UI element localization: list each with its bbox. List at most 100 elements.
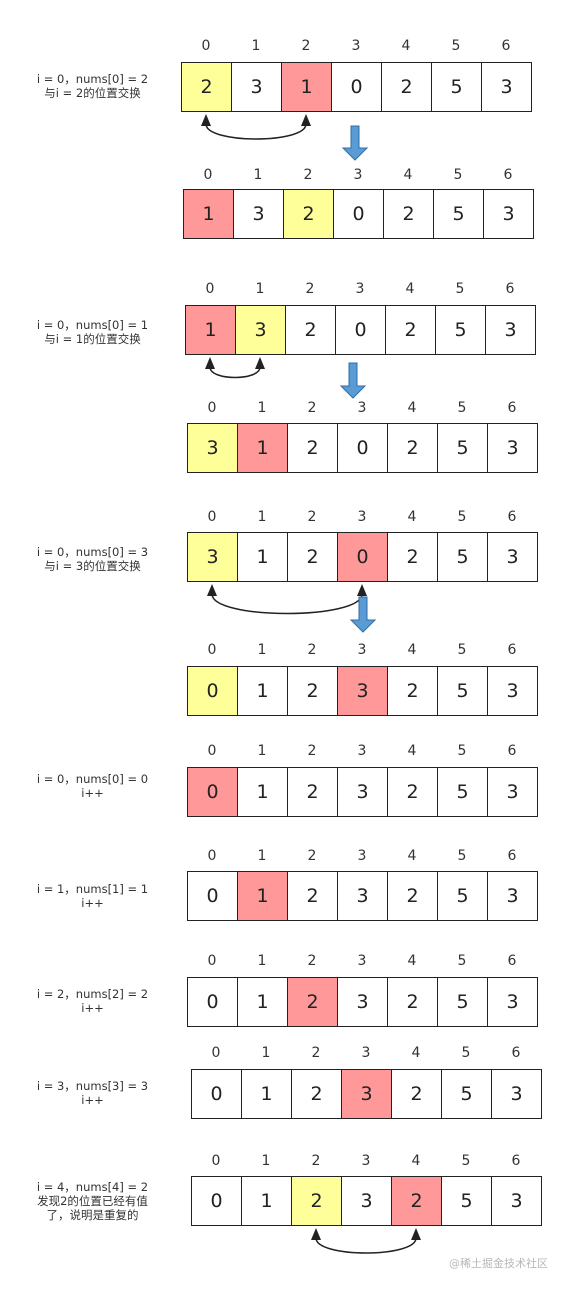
array-cell: 5	[438, 978, 488, 1026]
index-label: 3	[351, 38, 361, 54]
array-cell: 1	[238, 872, 288, 920]
array-cell: 2	[388, 667, 438, 715]
down-arrow-icon	[341, 125, 369, 161]
index-label: 1	[257, 642, 267, 658]
array-cell: 3	[342, 1177, 392, 1225]
index-label: 0	[207, 400, 217, 416]
array-cell: 3	[234, 190, 284, 238]
index-label: 3	[361, 1045, 371, 1061]
arc-arrowhead	[255, 357, 265, 369]
index-label: 3	[357, 743, 367, 759]
swap-arc	[211, 593, 363, 615]
array-cell: 3	[488, 978, 537, 1026]
index-label: 3	[357, 400, 367, 416]
array-cell: 1	[238, 768, 288, 816]
array-cell: 5	[432, 63, 482, 111]
index-label: 4	[411, 1045, 421, 1061]
index-label: 4	[407, 743, 417, 759]
index-label: 2	[307, 509, 317, 525]
caption-line: i = 0，nums[0] = 1	[36, 318, 149, 332]
index-label: 1	[261, 1045, 271, 1061]
caption-line: 与i = 2的位置交换	[44, 86, 141, 100]
array-cell: 0	[192, 1070, 242, 1118]
index-label: 5	[457, 953, 467, 969]
index-label: 5	[461, 1045, 471, 1061]
array-cell: 1	[282, 63, 332, 111]
index-label: 6	[507, 642, 517, 658]
index-label: 0	[203, 167, 213, 183]
array-cell: 0	[188, 768, 238, 816]
arc-arrowhead	[207, 584, 217, 596]
index-label: 5	[457, 848, 467, 864]
array-cell: 3	[492, 1177, 541, 1225]
array-cell: 5	[438, 768, 488, 816]
array-cell: 2	[288, 768, 338, 816]
caption-line: i = 1，nums[1] = 1	[36, 882, 149, 896]
array-cell: 0	[338, 424, 388, 472]
array-cell: 2	[388, 768, 438, 816]
index-label: 5	[457, 743, 467, 759]
caption-line: i++	[81, 1093, 104, 1107]
array-cell: 0	[334, 190, 384, 238]
index-label: 3	[357, 953, 367, 969]
caption-line: i++	[81, 1001, 104, 1015]
array-cell: 2	[392, 1177, 442, 1225]
array-cell: 2	[388, 533, 438, 581]
index-label: 4	[407, 642, 417, 658]
index-label: 1	[257, 400, 267, 416]
index-label: 4	[407, 509, 417, 525]
caption-line: 与i = 3的位置交换	[44, 559, 141, 573]
index-label: 0	[207, 848, 217, 864]
index-label: 0	[207, 743, 217, 759]
down-arrow-icon	[349, 596, 377, 633]
swap-arc	[315, 1237, 417, 1254]
index-label: 2	[301, 38, 311, 54]
array-cell: 1	[242, 1070, 292, 1118]
array-cell: 2	[288, 424, 338, 472]
swap-arc	[205, 123, 307, 140]
array-cell: 3	[188, 533, 238, 581]
array-cell: 3	[236, 306, 286, 354]
arc-arrowhead	[357, 584, 367, 596]
index-label: 0	[201, 38, 211, 54]
index-label: 0	[211, 1045, 221, 1061]
index-label: 2	[307, 642, 317, 658]
array-cell: 5	[442, 1070, 492, 1118]
index-label: 6	[507, 743, 517, 759]
index-label: 5	[453, 167, 463, 183]
index-label: 1	[261, 1153, 271, 1169]
index-label: 2	[307, 743, 317, 759]
array-cell: 3	[338, 667, 388, 715]
index-label: 0	[207, 953, 217, 969]
array-cell: 3	[338, 768, 388, 816]
array-cell: 5	[434, 190, 484, 238]
index-label: 1	[253, 167, 263, 183]
index-label: 5	[461, 1153, 471, 1169]
index-label: 4	[407, 953, 417, 969]
index-label: 2	[303, 167, 313, 183]
array-cell: 3	[486, 306, 535, 354]
index-label: 2	[307, 848, 317, 864]
array-cell: 2	[388, 872, 438, 920]
array-cell: 2	[292, 1070, 342, 1118]
arc-arrowhead	[205, 357, 215, 369]
index-label: 4	[405, 281, 415, 297]
array-cell: 3	[232, 63, 282, 111]
index-label: 5	[457, 509, 467, 525]
